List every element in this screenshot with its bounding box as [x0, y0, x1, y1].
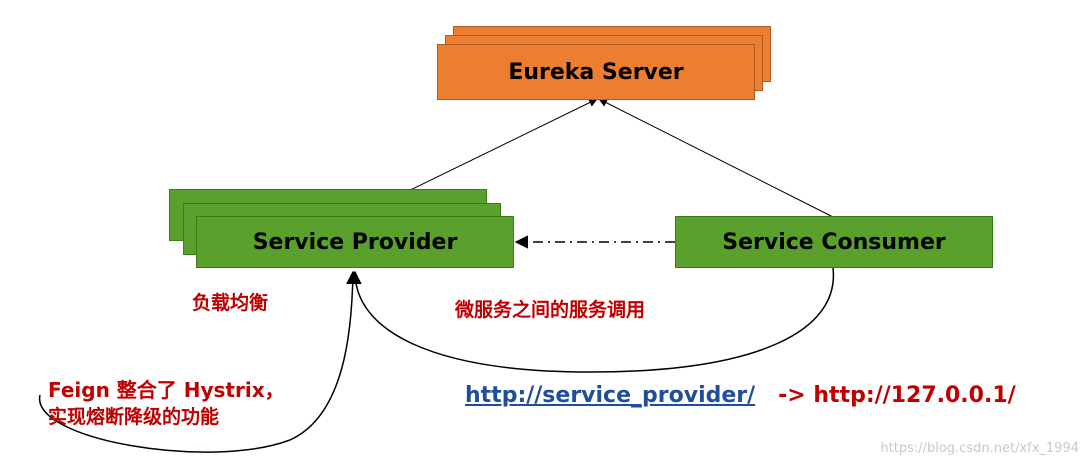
resolved-url: -> http://127.0.0.1/	[763, 383, 1016, 408]
load-balancing-label: 负载均衡	[192, 292, 269, 314]
inter-service-call-label: 微服务之间的服务调用	[455, 299, 646, 321]
consumer-discover-arrow	[598, 98, 834, 218]
service-consumer-label: Service Consumer	[722, 229, 946, 255]
service-call-curve-arrow	[348, 267, 835, 373]
feign-annotation-line1: Feign 整合了 Hystrix，	[48, 378, 285, 402]
feign-hystrix-arrow	[39, 270, 360, 453]
service-provider-label: Service Provider	[252, 229, 458, 255]
eureka-server-box	[437, 44, 755, 100]
service-provider-url-link[interactable]: http://service_provider/	[465, 383, 756, 408]
service-consumer-box	[675, 216, 993, 268]
service-provider-box	[196, 216, 514, 268]
watermark: https://blog.csdn.net/xfx_1994	[880, 441, 1079, 456]
feign-annotation-line2: 实现熔断降级的功能	[48, 406, 220, 428]
url-mapping: http://service_provider/ -> http://127.0…	[465, 383, 1016, 408]
eureka-server-label: Eureka Server	[508, 59, 684, 85]
resolved-url-text: -> http://127.0.0.1/	[778, 383, 1016, 408]
